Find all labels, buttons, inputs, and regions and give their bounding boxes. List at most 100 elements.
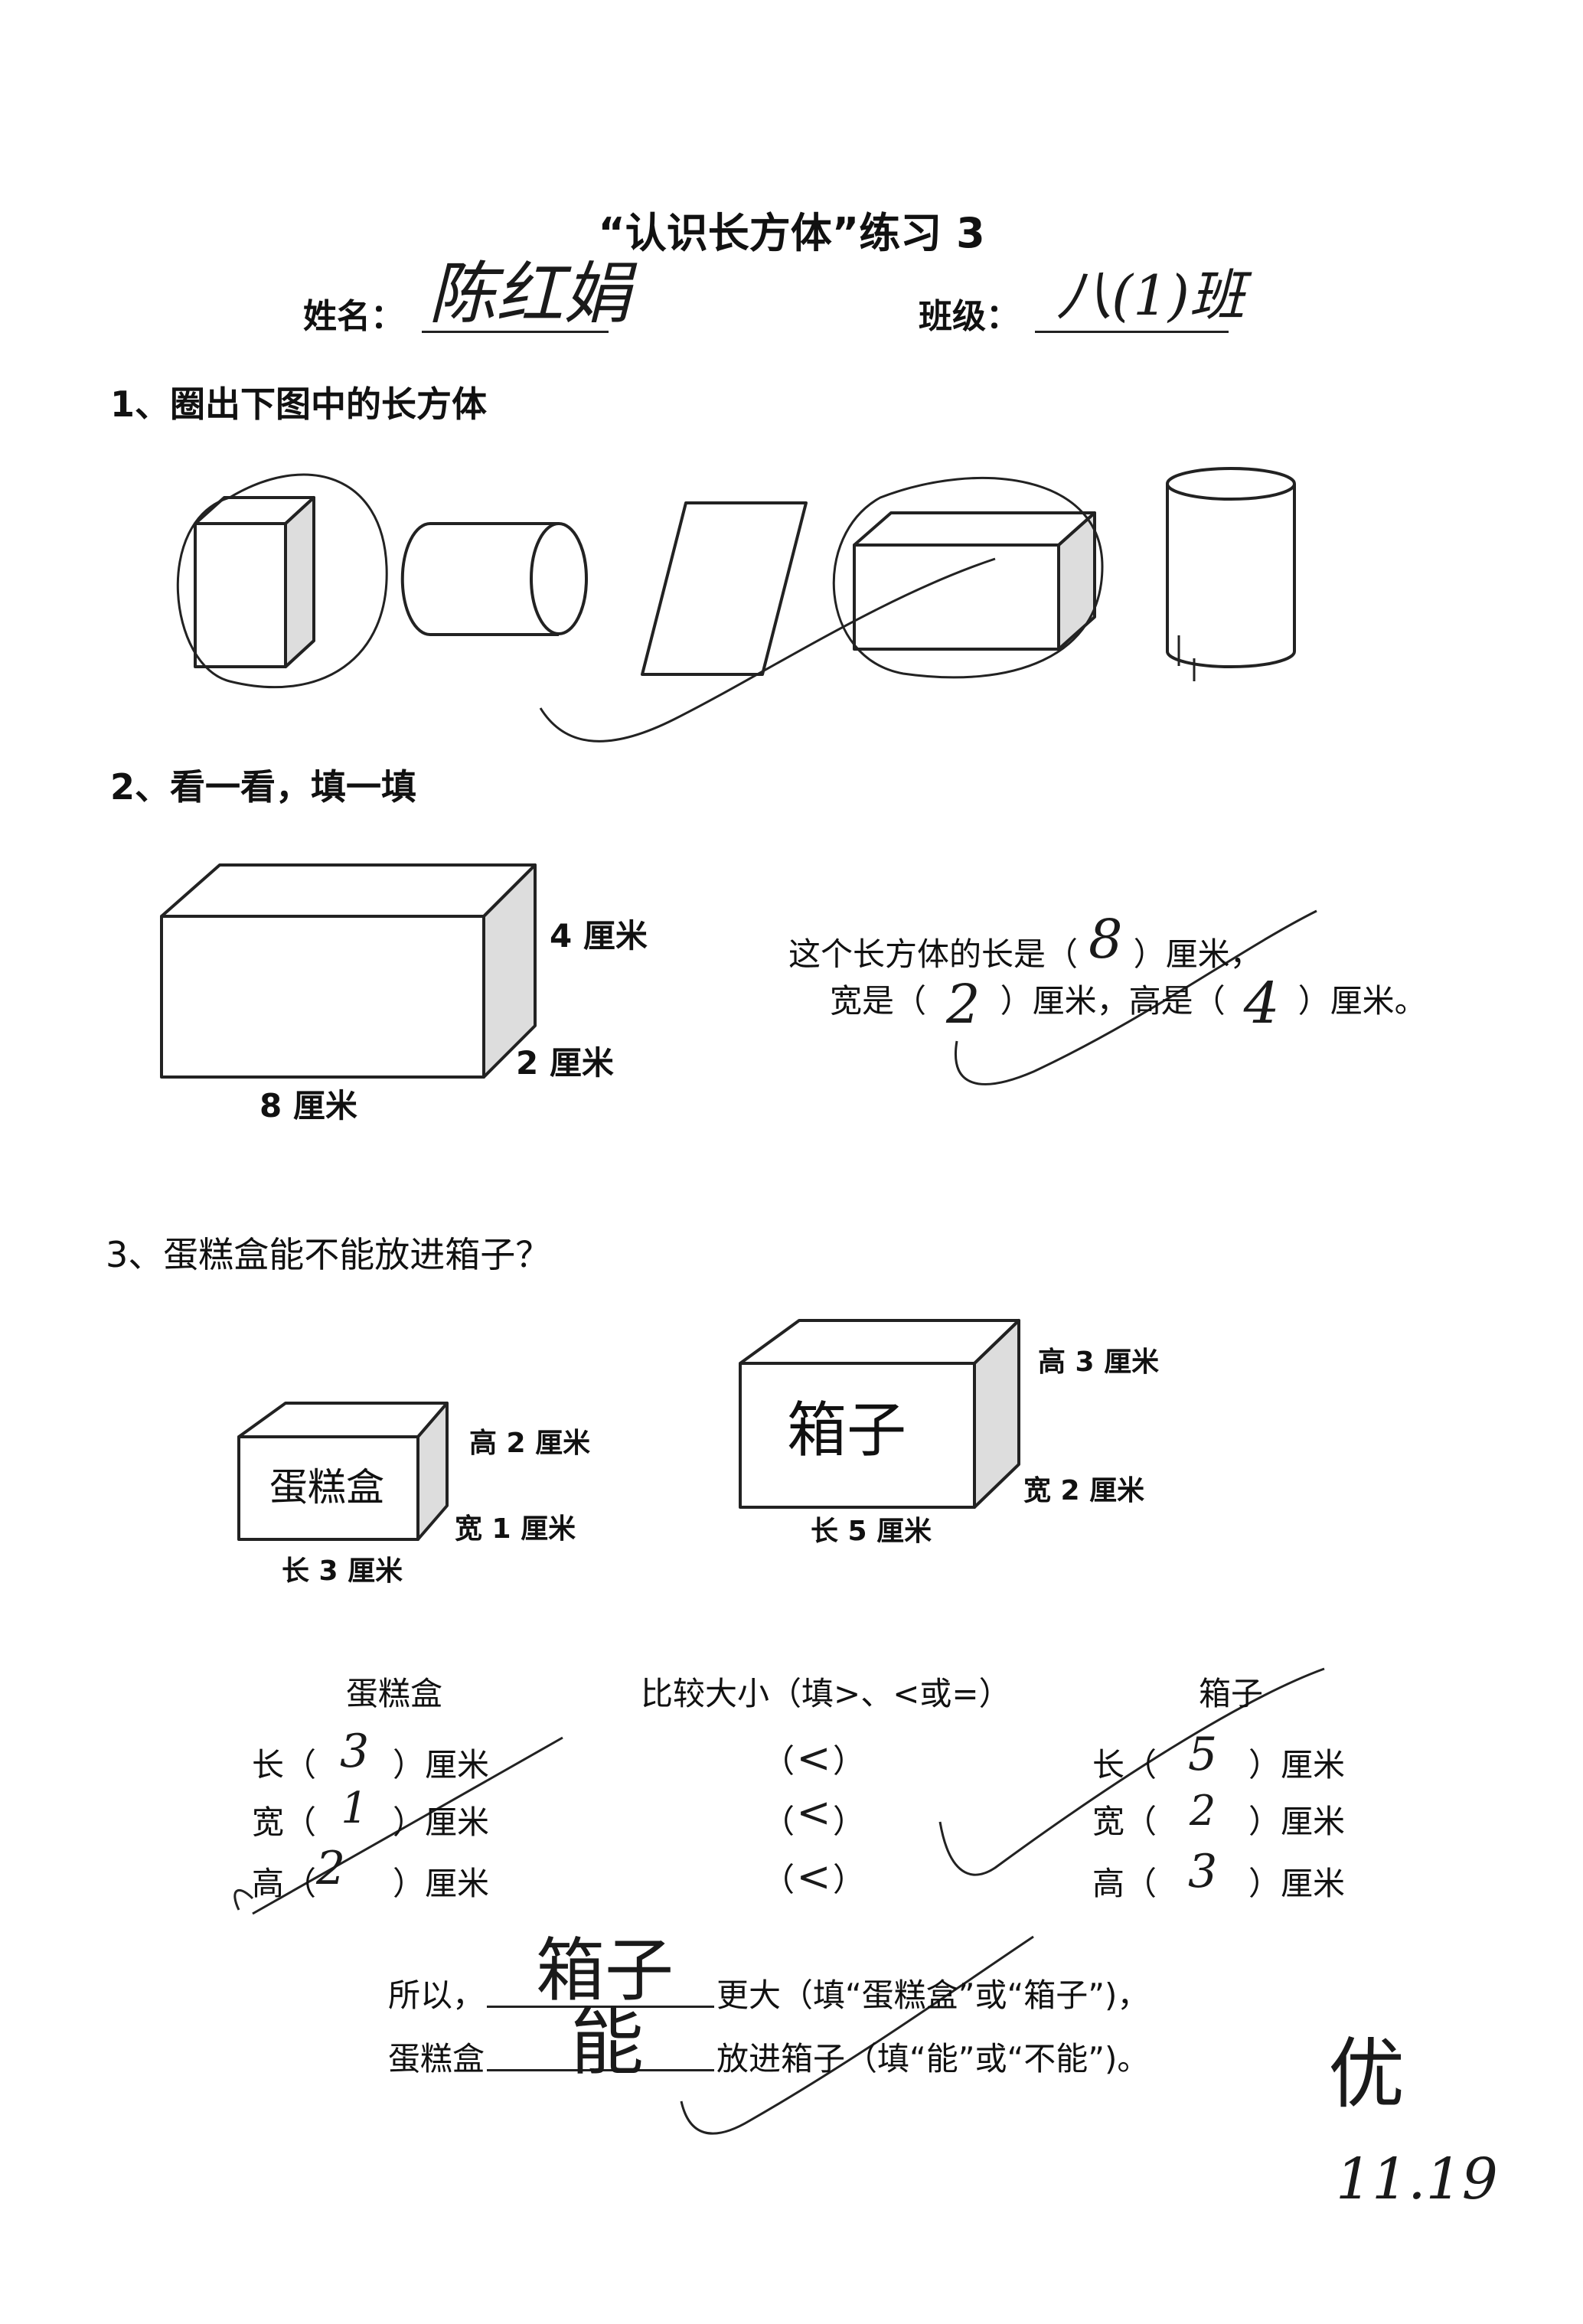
q2-s1-pre: 这个长方体的长是（: [788, 935, 1079, 973]
check-mark-left-col: [233, 1736, 563, 1915]
conclusion-2-post: 放进箱子（填“能”或“不能”)。: [716, 2040, 1150, 2078]
paren-open: （: [284, 1803, 317, 1841]
unit: ）厘米: [1248, 1865, 1346, 1902]
paren-open: （: [762, 1861, 795, 1898]
name-line: [422, 331, 609, 333]
conclusion-2-line: [487, 2069, 714, 2071]
cake-box-shape: [237, 1402, 449, 1541]
q2-sentence-1: 这个长方体的长是（8）厘米，: [788, 912, 1262, 974]
box-row-height: 高（3）厘米: [1092, 1849, 1346, 1902]
box-row-width: 宽（ 2 ）厘米: [1092, 1790, 1346, 1840]
paren-close: ）: [833, 1803, 866, 1840]
class-line: [1035, 331, 1229, 333]
q2-length-label: 8 厘米: [259, 1087, 357, 1124]
cuboid-wide-shape: [853, 511, 1096, 651]
conclusion-2-pre: 蛋糕盒: [388, 2040, 485, 2078]
box-width-answer[interactable]: 2: [1189, 1787, 1216, 1835]
q2-s2-b: ）厘米，高是（: [1000, 982, 1226, 1020]
cake-width-label: 宽 1 厘米: [455, 1513, 576, 1545]
cylinder-vertical-shape: [1166, 467, 1296, 681]
unit: ）厘米: [1248, 1746, 1346, 1784]
cake-box-label: 蛋糕盒: [269, 1465, 384, 1510]
check-mark-conclusion: [680, 1935, 1034, 2135]
compare-row-width: （<）: [762, 1792, 866, 1840]
class-value[interactable]: 八(1)班: [1056, 263, 1245, 328]
col-header-box: 箱子: [1199, 1675, 1264, 1712]
row-label: 高: [252, 1865, 285, 1902]
paren-close: ）: [833, 1861, 866, 1898]
paren-open: （: [1124, 1865, 1157, 1902]
cylinder-horizontal-shape: [400, 522, 588, 636]
unit: ）厘米: [393, 1746, 490, 1784]
paren-open: （: [762, 1742, 795, 1780]
row-label: 长: [1092, 1746, 1125, 1784]
cake-row-width: 宽（1）厘米: [252, 1787, 489, 1841]
paren-open: （: [762, 1803, 795, 1840]
compare-row-length: （<）: [762, 1738, 865, 1779]
q1-prompt: 1、圈出下图中的长方体: [110, 384, 488, 425]
paren-open: （: [284, 1746, 317, 1784]
check-mark-q1: [539, 557, 996, 743]
cake-height-label: 高 2 厘米: [469, 1428, 591, 1459]
q2-height-answer[interactable]: 4: [1243, 971, 1280, 1036]
cake-length-answer[interactable]: 3: [339, 1725, 370, 1778]
cake-row-length: 长（ 3 ）厘米: [252, 1728, 490, 1784]
unit: ）厘米: [1248, 1803, 1346, 1840]
box-width-label: 宽 2 厘米: [1023, 1475, 1145, 1506]
circle-mark-1: [176, 473, 388, 689]
name-value[interactable]: 陈红娟: [429, 254, 632, 333]
q2-width-label: 2 厘米: [516, 1044, 614, 1082]
page-title: “认识长方体”练习 3: [598, 209, 985, 257]
row-label: 宽: [1092, 1803, 1125, 1840]
q2-s2-a: 宽是（: [830, 982, 927, 1020]
conclusion-1-post: 更大（填“蛋糕盒”或“箱子”)，: [716, 1976, 1150, 2014]
paren-open: （: [1124, 1803, 1157, 1840]
cuboid-q2-shape: [160, 863, 537, 1079]
grade-date: 11.19: [1336, 2146, 1498, 2212]
box-label: 箱子: [787, 1396, 907, 1465]
paren-open: （: [1124, 1746, 1157, 1784]
row-label: 长: [252, 1746, 285, 1784]
row-label: 宽: [252, 1803, 285, 1841]
col-header-compare: 比较大小（填>、<或=）: [641, 1675, 1011, 1712]
box-height-label: 高 3 厘米: [1038, 1346, 1160, 1378]
circle-mark-2: [832, 476, 1104, 679]
q2-width-answer[interactable]: 2: [946, 973, 981, 1036]
box-length-label: 长 5 厘米: [811, 1516, 932, 1547]
box-length-answer[interactable]: 5: [1187, 1728, 1218, 1781]
box-shape: [739, 1319, 1020, 1509]
q2-height-label: 4 厘米: [550, 917, 648, 955]
paren-open: （: [284, 1865, 317, 1902]
compare-height-answer[interactable]: <: [796, 1852, 831, 1901]
q2-length-answer[interactable]: 8: [1089, 908, 1123, 971]
conclusion-1-line: [487, 2006, 714, 2008]
paren-close: ）: [833, 1742, 866, 1780]
conclusion-1-answer[interactable]: 箱子: [536, 1931, 674, 2011]
q3-prompt: 3、蛋糕盒能不能放进箱子？: [106, 1234, 551, 1275]
check-mark-right-col: [938, 1667, 1325, 1876]
unit: ）厘米: [393, 1865, 490, 1902]
box-height-answer[interactable]: 3: [1187, 1845, 1218, 1898]
conclusion-1-pre: 所以，: [388, 1976, 485, 2014]
compare-width-answer[interactable]: <: [796, 1788, 831, 1836]
answer-circle-paren: [955, 909, 1317, 1085]
row-label: 高: [1092, 1865, 1125, 1902]
cake-length-label: 长 3 厘米: [282, 1555, 403, 1587]
q2-s1-post: ）厘米，: [1133, 935, 1262, 973]
compare-length-answer[interactable]: <: [796, 1734, 831, 1782]
compare-row-height: （<）: [762, 1856, 865, 1898]
name-label: 姓名：: [303, 297, 404, 336]
q2-s2-c: ）厘米。: [1297, 982, 1427, 1020]
conclusion-2-answer[interactable]: 能: [570, 1999, 644, 2085]
cake-height-answer[interactable]: 2: [316, 1842, 346, 1895]
cuboid-tall-shape: [194, 496, 315, 668]
class-label: 班级：: [919, 297, 1020, 336]
col-header-cake: 蛋糕盒: [346, 1675, 443, 1712]
cake-row-height: 高（2）厘米: [252, 1846, 490, 1902]
cake-width-answer[interactable]: 1: [341, 1784, 368, 1833]
parallelogram-shape: [641, 501, 808, 676]
grade-mark: 优: [1328, 2029, 1405, 2119]
q2-sentence-2: 宽是（2）厘米，高是（4）厘米。: [830, 965, 1427, 1032]
